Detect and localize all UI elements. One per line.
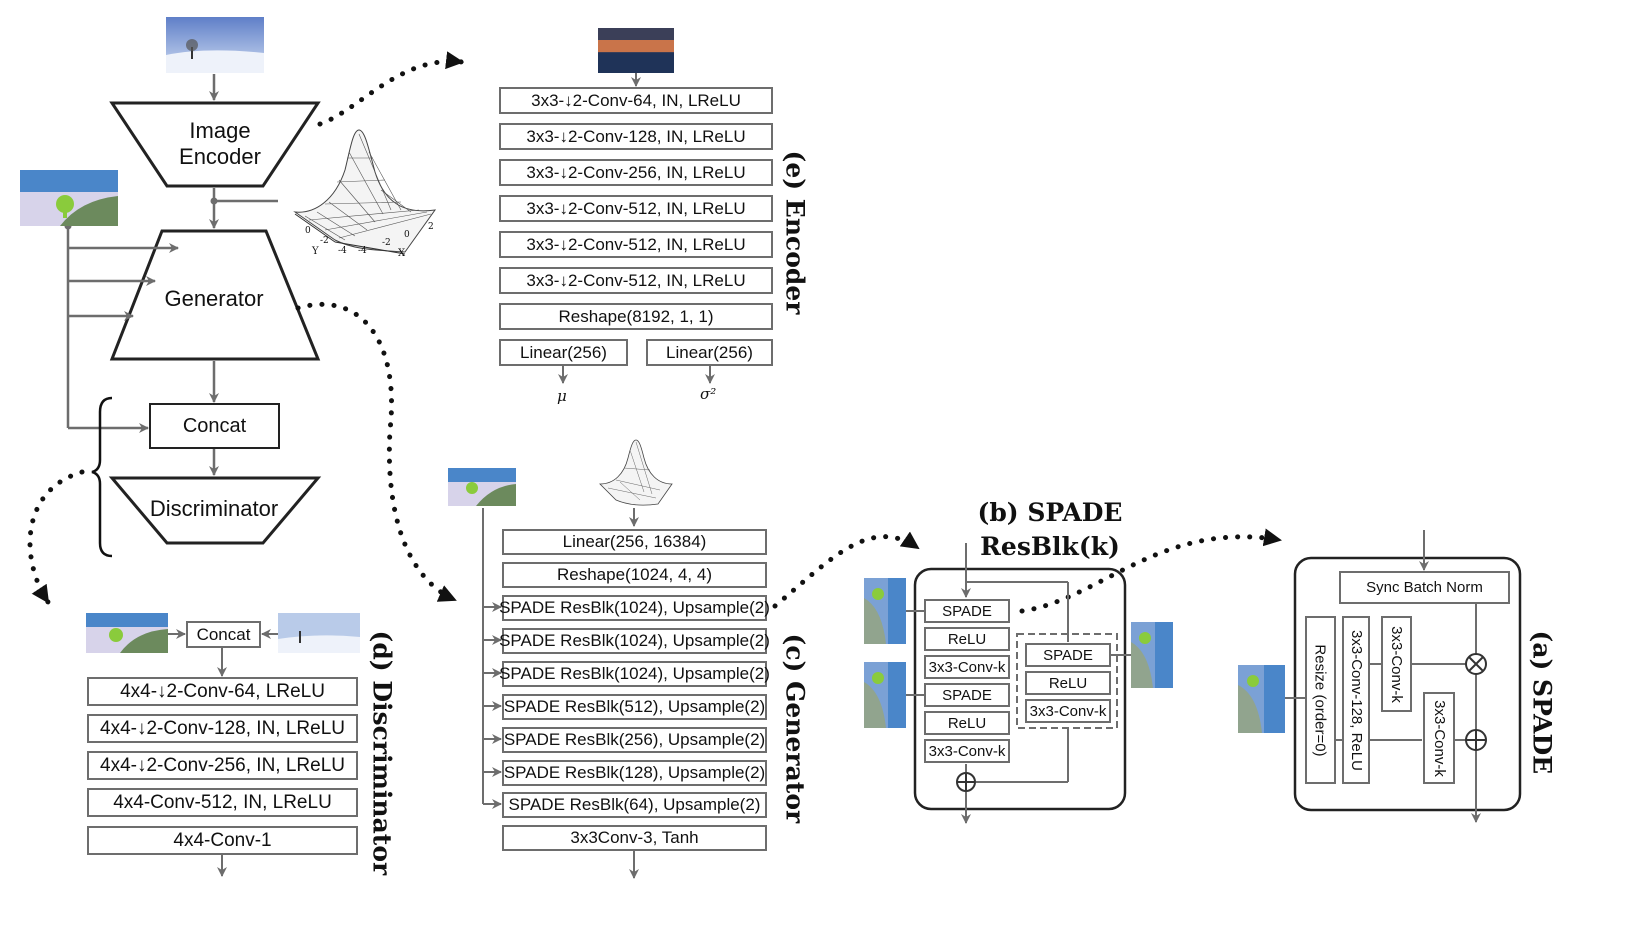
gauss-x-tick-4: 2: [428, 222, 434, 232]
disc-layer-3: 4x4-↓2-Conv-256, IN, LReLU: [87, 751, 358, 780]
spade-conv128-box: 3x3-Conv-128, ReLU: [1342, 616, 1370, 784]
disc-concat: Concat: [186, 621, 261, 648]
spade-conv-gamma-box: 3x3-Conv-k: [1381, 616, 1412, 712]
gen-resblk-4: SPADE ResBlk(512), Upsample(2): [502, 694, 767, 720]
resblk-shortcut-conv: 3x3-Conv-k: [1025, 699, 1111, 723]
encoder-layer-6: 3x3-↓2-Conv-512, IN, LReLU: [499, 267, 773, 294]
discriminator-title: (d) Discriminator: [367, 630, 397, 876]
encoder-input-photo-thumbnail: [598, 28, 674, 73]
gen-reshape: Reshape(1024, 4, 4): [502, 562, 767, 588]
gauss-x-tick-3: 0: [404, 230, 410, 240]
gen-linear: Linear(256, 16384): [502, 529, 767, 555]
resblk-title-line2: ResBlk(k): [980, 532, 1120, 561]
image-encoder-line2: Encoder: [179, 144, 261, 169]
mu-output-label: μ: [557, 387, 567, 405]
image-encoder-trapezoid: [109, 101, 321, 188]
sigma-output-label: σ²: [700, 385, 717, 403]
resblk-spade-1: SPADE: [924, 599, 1010, 623]
spade-resize-label: Resize (order=0): [1312, 643, 1330, 757]
encoder-linear-mu: Linear(256): [499, 339, 628, 366]
disc-layer-1: 4x4-↓2-Conv-64, LReLU: [87, 677, 358, 706]
gauss-x-tick-1: -4: [358, 246, 367, 256]
gen-resblk-1: SPADE ResBlk(1024), Upsample(2): [499, 595, 770, 621]
resblk-spade-2: SPADE: [924, 683, 1010, 707]
encoder-reshape: Reshape(8192, 1, 1): [499, 303, 773, 330]
resblk-conv-2: 3x3-Conv-k: [924, 739, 1010, 763]
resblk-shortcut-spade: SPADE: [1025, 643, 1111, 667]
spade-conv128-label: 3x3-Conv-128, ReLU: [1347, 629, 1365, 771]
discriminator-label: Discriminator: [149, 496, 279, 521]
spade-conv-beta-label: 3x3-Conv-k: [1430, 699, 1448, 777]
gauss-x-tick-2: -2: [382, 238, 391, 248]
discriminator-trapezoid: [108, 476, 322, 545]
encoder-layer-1: 3x3-↓2-Conv-64, IN, LReLU: [499, 87, 773, 114]
segmap-thumbnail-main: [20, 170, 118, 226]
spade-conv-beta-box: 3x3-Conv-k: [1423, 692, 1455, 784]
resblk-container: [913, 567, 1127, 811]
spade-container: [1293, 556, 1522, 812]
resblk-segmap-1: [864, 578, 906, 644]
image-encoder-label: Image Encoder: [160, 118, 280, 170]
image-encoder-line1: Image: [189, 118, 251, 143]
gauss-y-tick-3: -4: [338, 246, 347, 256]
resblk-shortcut-relu: ReLU: [1025, 671, 1111, 695]
resblk-conv-1: 3x3-Conv-k: [924, 655, 1010, 679]
encoder-title: (e) Encoder: [780, 150, 810, 315]
gaussian-plot-icon: [293, 129, 437, 255]
resblk-relu-2: ReLU: [924, 711, 1010, 735]
disc-photo-thumbnail: [278, 613, 360, 653]
encoder-layer-5: 3x3-↓2-Conv-512, IN, LReLU: [499, 231, 773, 258]
generator-title: (c) Generator: [780, 633, 810, 824]
gen-output-conv: 3x3Conv-3, Tanh: [502, 825, 767, 851]
disc-layer-2: 4x4-↓2-Conv-128, IN, LReLU: [87, 714, 358, 743]
spade-title: (a) SPADE: [1527, 630, 1557, 775]
disc-layer-5: 4x4-Conv-1: [87, 826, 358, 855]
disc-layer-4: 4x4-Conv-512, IN, LReLU: [87, 788, 358, 817]
spade-segmap: [1238, 665, 1285, 733]
resblk-title-line1: (b) SPADE: [977, 498, 1123, 527]
resblk-segmap-2: [864, 662, 906, 728]
generator-segmap-thumbnail: [448, 468, 516, 506]
encoder-layer-4: 3x3-↓2-Conv-512, IN, LReLU: [499, 195, 773, 222]
gaussian-small-icon: [599, 439, 673, 506]
spade-sync-batch-norm: Sync Batch Norm: [1339, 571, 1510, 604]
gen-resblk-5: SPADE ResBlk(256), Upsample(2): [502, 727, 767, 753]
gauss-y-tick-1: 0: [305, 226, 311, 236]
spade-conv-gamma-label: 3x3-Conv-k: [1388, 625, 1406, 703]
encoder-layer-3: 3x3-↓2-Conv-256, IN, LReLU: [499, 159, 773, 186]
concat-box: Concat: [149, 403, 280, 449]
disc-segmap-thumbnail: [86, 613, 168, 653]
encoder-layer-2: 3x3-↓2-Conv-128, IN, LReLU: [499, 123, 773, 150]
gauss-y-label: Y: [312, 246, 319, 257]
gen-resblk-3: SPADE ResBlk(1024), Upsample(2): [499, 661, 770, 687]
gauss-x-label: X: [398, 248, 406, 259]
resblk-segmap-3: [1131, 622, 1173, 688]
gen-resblk-6: SPADE ResBlk(128), Upsample(2): [502, 760, 767, 786]
resblk-relu-1: ReLU: [924, 627, 1010, 651]
gauss-y-tick-2: -2: [320, 236, 329, 246]
encoder-linear-sigma: Linear(256): [646, 339, 773, 366]
gen-resblk-2: SPADE ResBlk(1024), Upsample(2): [499, 628, 770, 654]
input-photo-thumbnail: [166, 17, 264, 73]
generator-label: Generator: [164, 286, 264, 311]
gen-resblk-7: SPADE ResBlk(64), Upsample(2): [502, 792, 767, 818]
spade-resize-box: Resize (order=0): [1305, 616, 1336, 784]
